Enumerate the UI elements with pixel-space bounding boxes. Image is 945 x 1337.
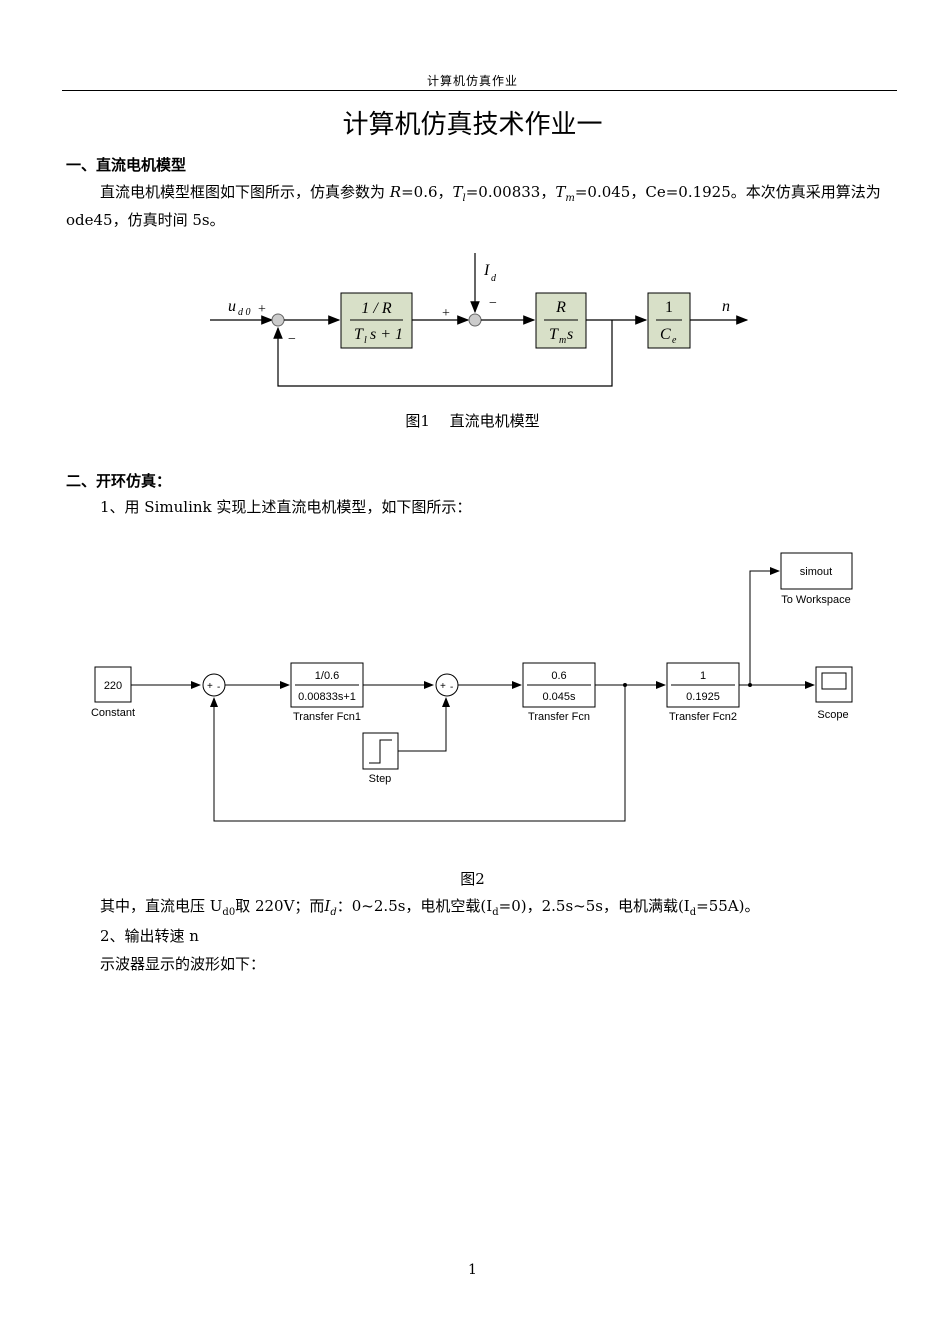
step-label: Step [369, 773, 392, 785]
feedback-line [273, 320, 613, 387]
desc-sub3: d [689, 907, 697, 918]
tf2-denominator: 0.1925 [686, 691, 720, 703]
simulink-model: 220 Constant + - 1/0.6 0.00833s+1 Transf… [91, 552, 853, 822]
block1-den-sub: l [364, 335, 367, 346]
block3-den-sub: e [672, 335, 677, 346]
desc-id: I [324, 897, 331, 915]
sum1-plus: + [258, 302, 266, 317]
desc-post3: =55A)。 [696, 897, 760, 915]
sum1-minus: − [288, 332, 296, 347]
sum2-plus-sign: + [440, 681, 446, 692]
block1-numerator: 1 / R [361, 300, 391, 317]
tf1-denominator: 0.00833s+1 [298, 691, 356, 703]
section2-item2: 2、输出转速 n [100, 927, 199, 945]
sum-junction-2 [468, 313, 482, 327]
param-tl-value: =0.00833， [465, 183, 556, 201]
tf-numerator: 0.6 [551, 670, 566, 682]
section2-item3: 示波器显示的波形如下： [100, 955, 266, 973]
simout-value: simout [800, 566, 832, 578]
page-number: 1 [468, 1262, 477, 1278]
sum1-minus-sign: - [217, 682, 220, 693]
block2-den-sub: m [559, 335, 566, 346]
constant-block[interactable] [94, 666, 132, 703]
sum2-plus: + [442, 306, 450, 321]
disturbance-sub: d [491, 273, 497, 284]
block2-numerator: R [555, 299, 566, 316]
para-text: 直流电机模型框图如下图所示，仿真参数为 [100, 183, 390, 201]
step-line [398, 697, 450, 752]
tf1-numerator: 1/0.6 [315, 670, 339, 682]
block2-den-t: T [549, 326, 559, 343]
workspace-line [749, 567, 780, 685]
tf-label: Transfer Fcn [528, 711, 590, 723]
scope-label: Scope [817, 709, 848, 721]
param-tm-sub: m [565, 193, 575, 204]
page-title: 计算机仿真技术作业一 [342, 110, 603, 140]
sum1-plus-sign: + [207, 681, 213, 692]
param-r: R [389, 183, 402, 201]
param-tm-value: =0.045，Ce=0.1925。本次仿真采用算法为 [574, 183, 881, 201]
block3-den-c: C [660, 326, 671, 343]
desc-pre: 其中，直流电压 U [100, 897, 223, 915]
param-tm: T [555, 183, 566, 201]
input-label: u [228, 298, 236, 315]
desc-mid: 取 220V；而 [235, 897, 325, 915]
section2-item1: 1、用 Simulink 实现上述直流电机模型，如下图所示： [100, 498, 472, 516]
dc-motor-block-diagram: u d 0 + − 1 / R T l s + 1 + I d − R T m … [210, 253, 749, 387]
section1-para-line1: 直流电机模型框图如下图所示，仿真参数为 R=0.6，Tl=0.00833，Tm=… [100, 182, 881, 209]
section2-description: 其中，直流电压 Ud0取 220V；而Id：0~2.5s，电机空载(Id=0)，… [100, 896, 759, 923]
desc-id-sub: d [330, 907, 337, 918]
simulink-feedback-line [210, 685, 626, 822]
constant-value: 220 [104, 680, 122, 692]
block1-den-rest: s + 1 [370, 326, 403, 343]
tf2-label: Transfer Fcn2 [669, 711, 737, 723]
param-tl-sub: l [462, 193, 466, 204]
output-label: n [722, 298, 730, 315]
to-workspace-label: To Workspace [781, 594, 851, 606]
block2-den-rest: s [567, 326, 573, 343]
param-r-value: =0.6， [401, 183, 453, 201]
section1-para-line2: ode45，仿真时间 5s。 [66, 211, 225, 229]
tf-denominator: 0.045s [542, 691, 576, 703]
desc-sub2: d [492, 907, 499, 918]
section1-heading: 一、直流电机模型 [66, 156, 187, 174]
constant-label: Constant [91, 707, 135, 719]
sum2-minus: − [489, 296, 497, 311]
section2-heading: 二、开环仿真： [66, 472, 172, 490]
header-rule [62, 90, 897, 91]
tf1-label: Transfer Fcn1 [293, 711, 361, 723]
desc-sub1: d0 [222, 907, 236, 918]
block1-den-t: T [354, 326, 364, 343]
running-header: 计算机仿真作业 [426, 74, 518, 88]
param-tl: T [452, 183, 463, 201]
desc-post2: =0)，2.5s~5s，电机满载(I [498, 897, 690, 915]
step-icon [369, 739, 392, 764]
to-workspace-block[interactable] [780, 552, 853, 590]
scope-icon [821, 672, 847, 690]
block3-numerator: 1 [665, 299, 673, 316]
sum2-minus-sign: - [450, 682, 453, 693]
tf2-numerator: 1 [700, 670, 706, 682]
figure1-caption: 图1 直流电机模型 [405, 412, 540, 430]
figure2-caption: 图2 [460, 870, 485, 888]
disturbance-label: I [483, 262, 490, 279]
desc-post1: ：0~2.5s，电机空载(I [336, 897, 493, 915]
input-label-sub: d 0 [238, 307, 251, 318]
sum-junction-1 [271, 313, 285, 327]
